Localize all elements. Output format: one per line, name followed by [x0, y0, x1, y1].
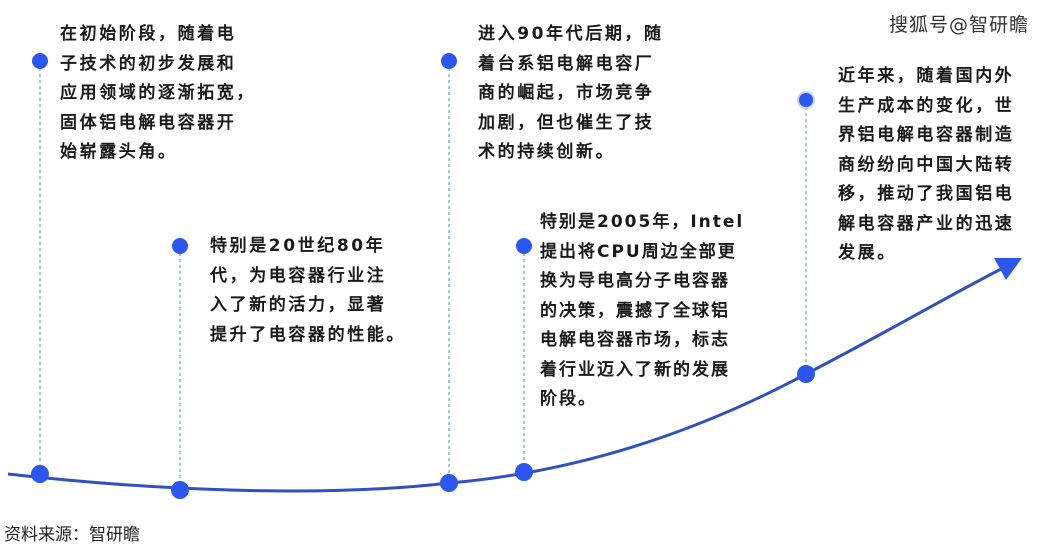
text-line: 近年来，随着国内外	[838, 66, 1015, 86]
text-line: 换为导电高分子电容器	[540, 271, 730, 291]
text-line: 商的崛起，市场竞争	[478, 83, 655, 103]
arrow-head-icon	[994, 258, 1022, 280]
curve-dot-5	[797, 365, 815, 383]
label-dot-3	[441, 53, 457, 69]
text-line: 的决策，震撼了全球铝	[540, 300, 730, 321]
event-text-4: 特别是2005年，Intel 提出将CPU周边全部更 换为导电高分子电容器 的决…	[540, 208, 744, 415]
text-line: 商纷纷向中国大陆转	[838, 154, 1015, 175]
text-line: 移，推动了我国铝电	[838, 184, 1015, 204]
watermark: 搜狐号@智研瞻	[888, 14, 1029, 36]
text-line: 加剧，但也催生了技	[478, 112, 655, 133]
text-line: 电解电容器市场，标志	[540, 330, 730, 350]
text-line: 着台系铝电解电容厂	[478, 53, 655, 74]
text-line: 术的持续创新。	[478, 142, 616, 162]
text-line: 始崭露头角。	[60, 142, 178, 162]
label-dot-1	[32, 53, 48, 69]
label-dots	[32, 53, 815, 254]
text-line: 特别是20世纪80年	[210, 236, 386, 256]
label-dot-2	[172, 238, 188, 254]
event-text-5: 近年来，随着国内外 生产成本的变化，世 界铝电解电容器制造 商纷纷向中国大陆转 …	[838, 62, 1014, 269]
text-line: 界铝电解电容器制造	[838, 125, 1015, 145]
text-line: 进入90年代后期，随	[478, 24, 664, 44]
text-line: 固体铝电解电容器开	[60, 112, 237, 133]
text-line: 子技术的初步发展和	[60, 53, 237, 74]
curve-dot-4	[515, 463, 533, 481]
text-line: 应用领域的逐渐拓宽，	[60, 83, 256, 103]
event-text-1: 在初始阶段，随着电 子技术的初步发展和 应用领域的逐渐拓宽， 固体铝电解电容器开…	[60, 20, 256, 168]
event-text-2: 特别是20世纪80年 代，为电容器行业注 入了新的活力，显著 提升了电容器的性能…	[210, 232, 406, 350]
label-dot-4	[516, 238, 532, 254]
source-note: 资料来源：智研瞻	[4, 525, 140, 545]
curve-dot-3	[440, 474, 458, 492]
text-line: 发展。	[838, 243, 897, 263]
curve-dots	[31, 365, 815, 499]
text-line: 生产成本的变化，世	[838, 95, 1015, 116]
text-line: 阶段。	[540, 389, 597, 409]
text-line: 解电容器产业的迅速	[838, 213, 1015, 234]
label-dot-5	[797, 91, 815, 109]
growth-curve	[7, 265, 1006, 493]
curve-dot-1	[31, 465, 49, 483]
text-line: 提出将CPU周边全部更	[540, 241, 737, 262]
guide-lines	[39, 68, 807, 482]
text-line: 入了新的活力，显著	[210, 295, 387, 315]
text-line: 在初始阶段，随着电	[60, 24, 237, 44]
text-line: 特别是2005年，Intel	[540, 212, 745, 232]
text-line: 着行业迈入了新的发展	[540, 359, 730, 380]
text-line: 提升了电容器的性能。	[210, 324, 406, 345]
text-line: 代，为电容器行业注	[210, 265, 387, 286]
curve-dot-2	[171, 481, 189, 499]
event-text-3: 进入90年代后期，随 着台系铝电解电容厂 商的崛起，市场竞争 加剧，但也催生了技…	[478, 20, 664, 168]
